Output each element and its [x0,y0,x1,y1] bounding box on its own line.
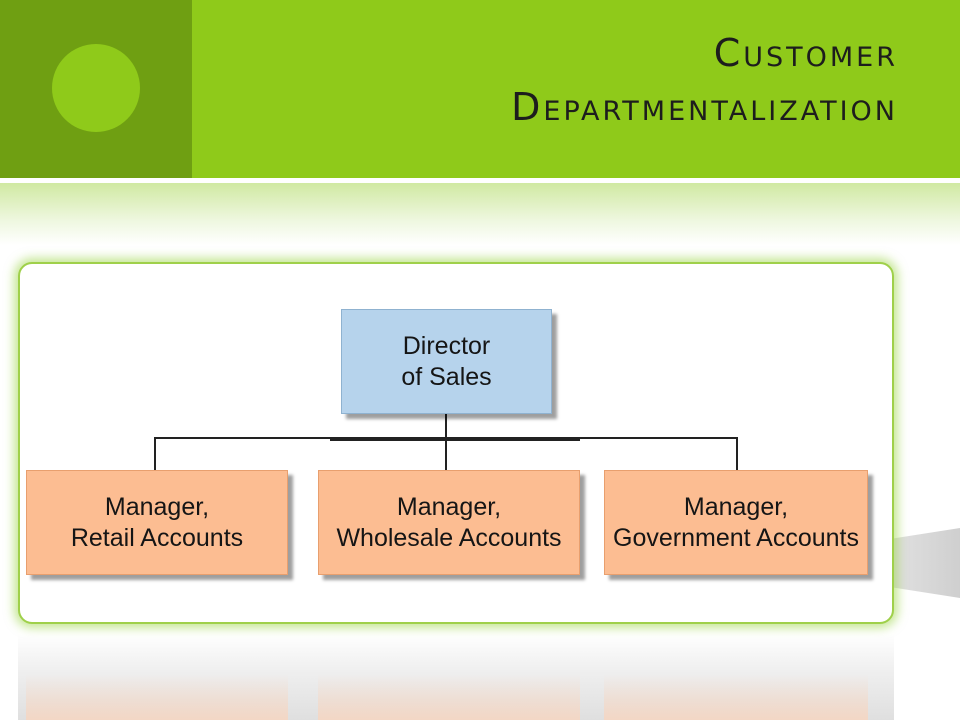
slide-title: Customer Departmentalization [298,26,898,134]
manager-retail-accounts-box: Manager, Retail Accounts [26,470,288,575]
government-box-line-1: Manager, [683,492,789,521]
manager-wholesale-accounts-box: Manager, Wholesale Accounts [318,470,580,575]
reflection-box-government [604,674,868,720]
header-gradient-band [0,183,960,245]
director-box-line-1: Director [402,331,491,360]
director-of-sales-box: Director of Sales [341,309,552,414]
retail-box-line-2: Retail Accounts [70,523,244,552]
slide-title-line-2: Departmentalization [511,85,898,129]
retail-box-line-1: Manager, [104,492,210,521]
reflection-box-wholesale [318,674,580,720]
slide-header: Customer Departmentalization [0,0,960,178]
wholesale-box-line-2: Wholesale Accounts [336,523,562,552]
header-accent-block [0,0,192,178]
panel-reflection [18,634,894,720]
decorative-circle-icon [52,44,140,132]
header-divider [0,178,960,183]
wholesale-box-line-1: Manager, [396,492,502,521]
director-box-line-2: of Sales [401,362,492,391]
manager-government-accounts-box: Manager, Government Accounts [604,470,868,575]
reflection-box-retail [26,674,288,720]
government-box-line-2: Government Accounts [613,523,859,552]
slide-title-line-1: Customer [713,31,898,75]
